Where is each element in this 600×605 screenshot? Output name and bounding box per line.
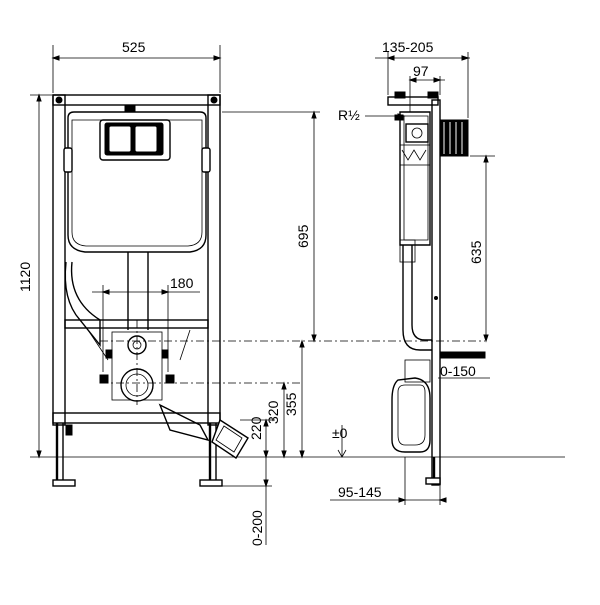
dim-thread-label: R½ <box>338 107 360 123</box>
dimension-flush-top: 695 <box>222 110 320 343</box>
dim-floor-level-label: ±0 <box>332 425 348 441</box>
dim-inlet-height-label: 355 <box>283 392 299 416</box>
dimension-height-total: 1120 <box>17 93 52 459</box>
dimension-outlet-320: 320 <box>265 381 287 459</box>
dimension-connector-range: 0-150 <box>438 363 490 380</box>
flush-plate-icon <box>99 119 171 161</box>
dimension-side-height: 635 <box>468 154 495 343</box>
dimension-width: 525 <box>51 39 222 93</box>
dimension-depth: 97 <box>408 63 445 112</box>
dim-connector-range-label: 0-150 <box>440 363 476 379</box>
dim-outlet-220-label: 220 <box>248 416 264 440</box>
front-flush-pipe <box>64 252 249 459</box>
dimension-thread: R½ <box>338 107 406 123</box>
dim-side-height-label: 635 <box>468 240 484 264</box>
dim-pipe-spacing-label: 180 <box>170 275 194 291</box>
dim-flush-top-label: 695 <box>295 224 311 248</box>
front-view-frame <box>52 94 223 487</box>
dim-leg-adjust-label: 0-200 <box>249 510 265 546</box>
dim-outlet-320-label: 320 <box>265 400 281 424</box>
dim-depth-range-label: 135-205 <box>382 39 434 55</box>
dimension-pipe-spacing: 180 <box>92 275 200 372</box>
dimension-inlet-height: 355 <box>283 339 305 459</box>
dimension-floor-level: ±0 <box>332 425 348 458</box>
dimension-bottom-range: 95-145 <box>330 457 447 505</box>
dimension-depth-range: 135-205 <box>375 39 470 118</box>
side-view-frame <box>387 91 486 486</box>
dim-depth-label: 97 <box>413 63 429 79</box>
dimension-leg-adjust: 0-200 <box>222 457 272 546</box>
dim-width-label: 525 <box>122 39 146 55</box>
dim-bottom-range-label: 95-145 <box>338 484 382 500</box>
dim-height-total-label: 1120 <box>17 262 33 292</box>
dimension-outlet-220: 220 <box>240 416 275 459</box>
cistern <box>63 111 211 253</box>
